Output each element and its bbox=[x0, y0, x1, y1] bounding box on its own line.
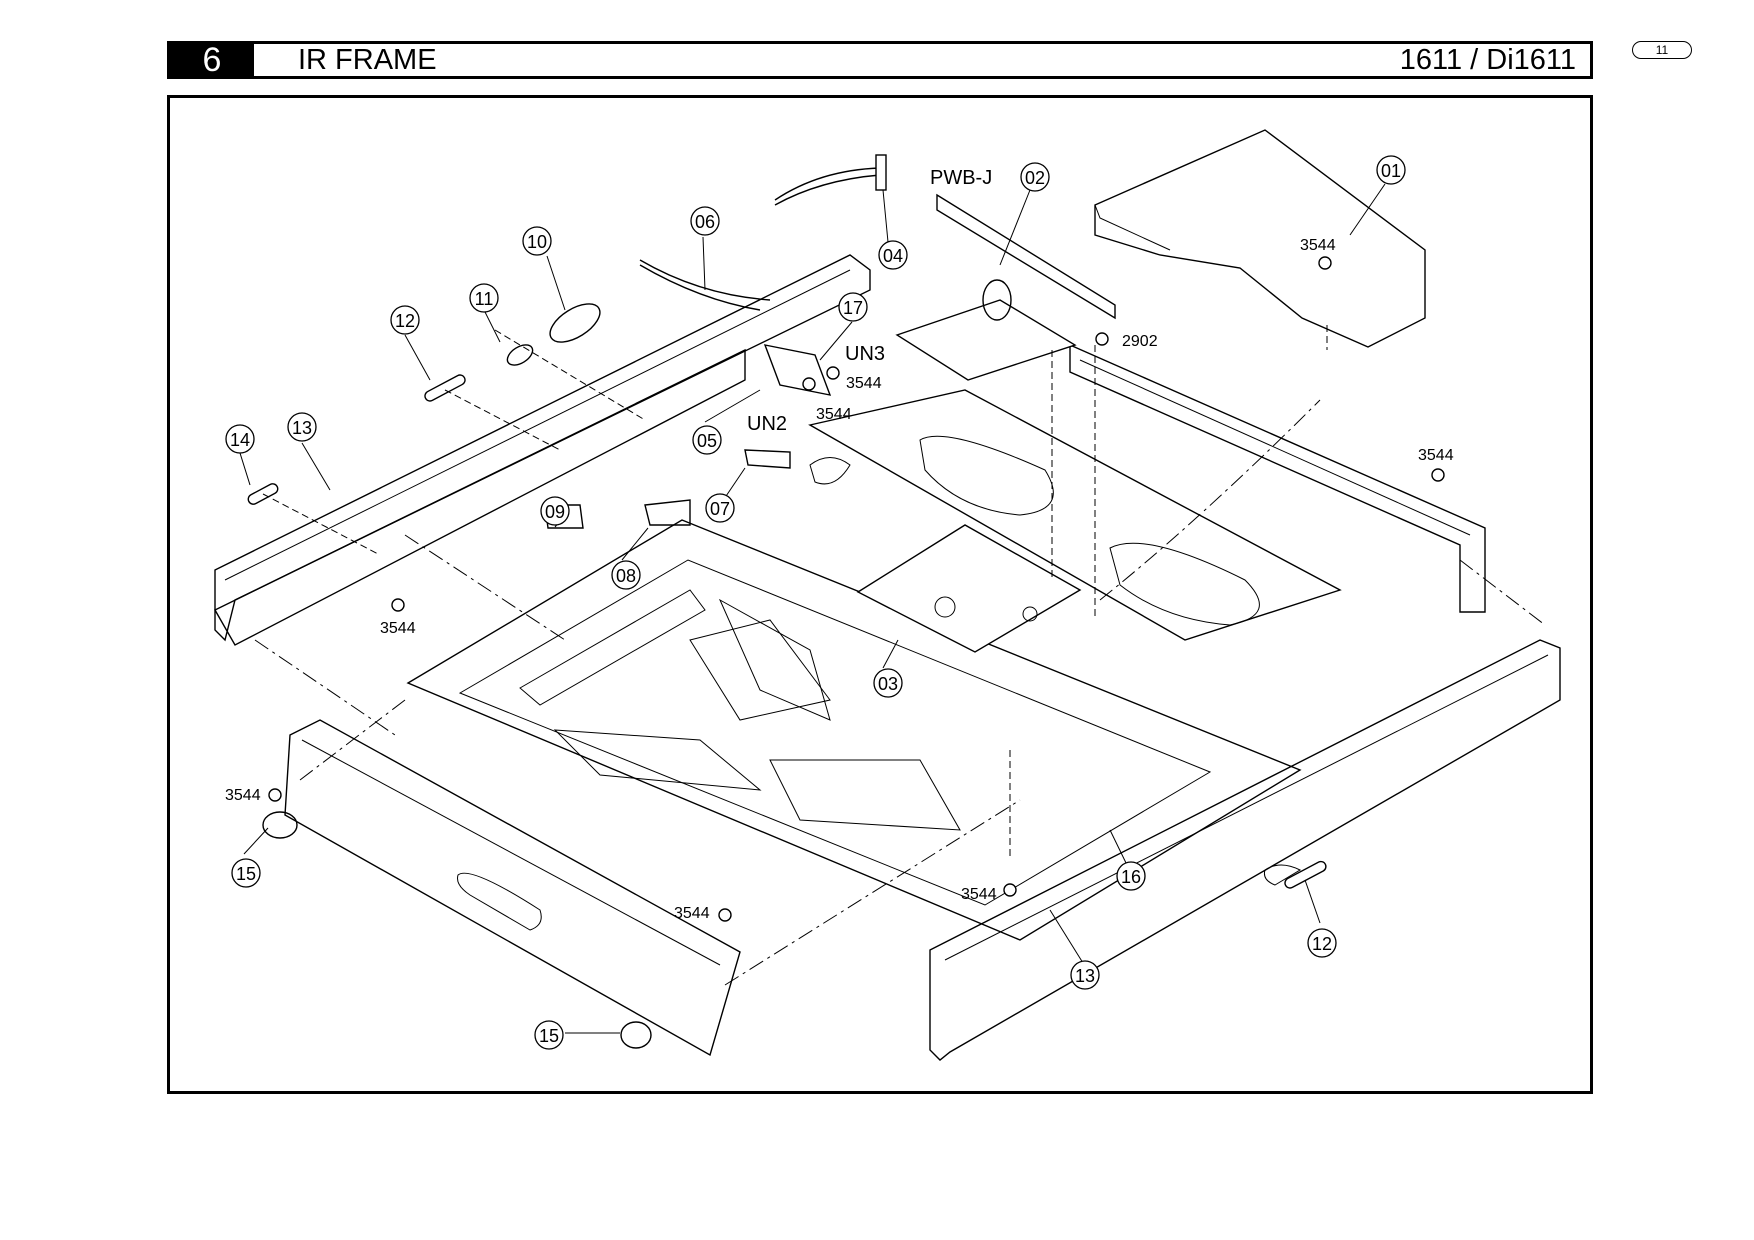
svg-text:06: 06 bbox=[695, 212, 715, 232]
diagram-frame bbox=[167, 95, 1593, 1094]
wire-harness bbox=[639, 154, 887, 311]
callout-13: 13 bbox=[287, 412, 317, 442]
svg-text:15: 15 bbox=[539, 1026, 559, 1046]
svg-text:02: 02 bbox=[1025, 168, 1045, 188]
svg-text:03: 03 bbox=[878, 674, 898, 694]
leader-lines bbox=[239, 183, 1386, 1034]
label-screw-3544: 3544 bbox=[380, 620, 416, 637]
callout-06: 06 bbox=[690, 206, 720, 236]
label-un2: UN2 bbox=[747, 413, 787, 435]
svg-text:05: 05 bbox=[697, 431, 717, 451]
callout-10: 10 bbox=[522, 226, 552, 256]
section-title: IR FRAME bbox=[298, 44, 437, 76]
upper-platen-plate bbox=[808, 389, 1342, 641]
label-screw-3544: 3544 bbox=[961, 886, 997, 903]
model-name: 1611 / Di1611 bbox=[1399, 44, 1576, 76]
svg-text:07: 07 bbox=[710, 499, 730, 519]
callout-14: 14 bbox=[225, 424, 255, 454]
screw-icon bbox=[268, 788, 282, 802]
svg-text:13: 13 bbox=[1075, 966, 1095, 986]
callout-16: 16 bbox=[1116, 861, 1146, 891]
screw-icon bbox=[1431, 468, 1445, 482]
label-screw-3544: 3544 bbox=[846, 375, 882, 392]
callout-17: 17 bbox=[838, 292, 868, 322]
label-un3: UN3 bbox=[845, 343, 885, 365]
screw-icon bbox=[802, 377, 816, 391]
svg-text:09: 09 bbox=[545, 502, 565, 522]
svg-text:04: 04 bbox=[883, 246, 903, 266]
small-parts bbox=[247, 303, 1327, 1049]
base-plate bbox=[406, 519, 1302, 941]
assembly-lines bbox=[254, 325, 1546, 986]
callout-08: 08 bbox=[611, 560, 641, 590]
screw-icon bbox=[1318, 256, 1332, 270]
svg-text:01: 01 bbox=[1381, 161, 1401, 181]
svg-text:10: 10 bbox=[527, 232, 547, 252]
callout-12-front: 12 bbox=[1307, 928, 1337, 958]
svg-text:14: 14 bbox=[230, 430, 250, 450]
page-number-badge: 11 bbox=[1632, 41, 1692, 59]
callout-02: 02 bbox=[1020, 162, 1050, 192]
label-screw-3544: 3544 bbox=[816, 406, 852, 423]
callout-07: 07 bbox=[705, 493, 735, 523]
pwb-j-bracket bbox=[895, 193, 1116, 381]
callout-09: 09 bbox=[540, 496, 570, 526]
callout-01: 01 bbox=[1376, 155, 1406, 185]
callout-12: 12 bbox=[390, 305, 420, 335]
callout-04: 04 bbox=[878, 240, 908, 270]
screw-icon bbox=[826, 366, 840, 380]
svg-text:13: 13 bbox=[292, 418, 312, 438]
screw-icon bbox=[1003, 883, 1017, 897]
svg-text:15: 15 bbox=[236, 864, 256, 884]
svg-text:16: 16 bbox=[1121, 867, 1141, 887]
callout-15: 15 bbox=[231, 858, 261, 888]
section-number: 6 bbox=[170, 43, 254, 77]
callout-13-front: 13 bbox=[1070, 960, 1100, 990]
screws bbox=[268, 256, 1445, 922]
screw-icon bbox=[718, 908, 732, 922]
screw-icon bbox=[1095, 332, 1109, 346]
label-screw-3544: 3544 bbox=[1300, 237, 1336, 254]
label-screw-3544: 3544 bbox=[1418, 447, 1454, 464]
cover-box bbox=[1094, 129, 1426, 348]
callout-03: 03 bbox=[873, 668, 903, 698]
svg-text:12: 12 bbox=[395, 311, 415, 331]
front-left-panel bbox=[284, 719, 741, 1057]
svg-text:12: 12 bbox=[1312, 934, 1332, 954]
callout-05: 05 bbox=[692, 425, 722, 455]
label-screw-3544: 3544 bbox=[225, 787, 261, 804]
screw-icon bbox=[391, 598, 405, 612]
svg-text:17: 17 bbox=[843, 298, 863, 318]
label-screw-2902: 2902 bbox=[1122, 333, 1158, 350]
callout-15-front: 15 bbox=[534, 1020, 564, 1050]
label-screw-3544: 3544 bbox=[674, 905, 710, 922]
scanner-plate bbox=[856, 524, 1082, 653]
right-rear-rail bbox=[1069, 343, 1486, 613]
svg-text:08: 08 bbox=[616, 566, 636, 586]
left-rear-rail bbox=[214, 254, 871, 646]
svg-text:11: 11 bbox=[475, 289, 494, 309]
callout-11: 11 bbox=[469, 283, 499, 313]
label-pwb-j: PWB-J bbox=[930, 167, 992, 189]
section-header: 6 IR FRAME 1611 / Di1611 bbox=[167, 41, 1593, 79]
front-right-panel bbox=[929, 639, 1561, 1061]
